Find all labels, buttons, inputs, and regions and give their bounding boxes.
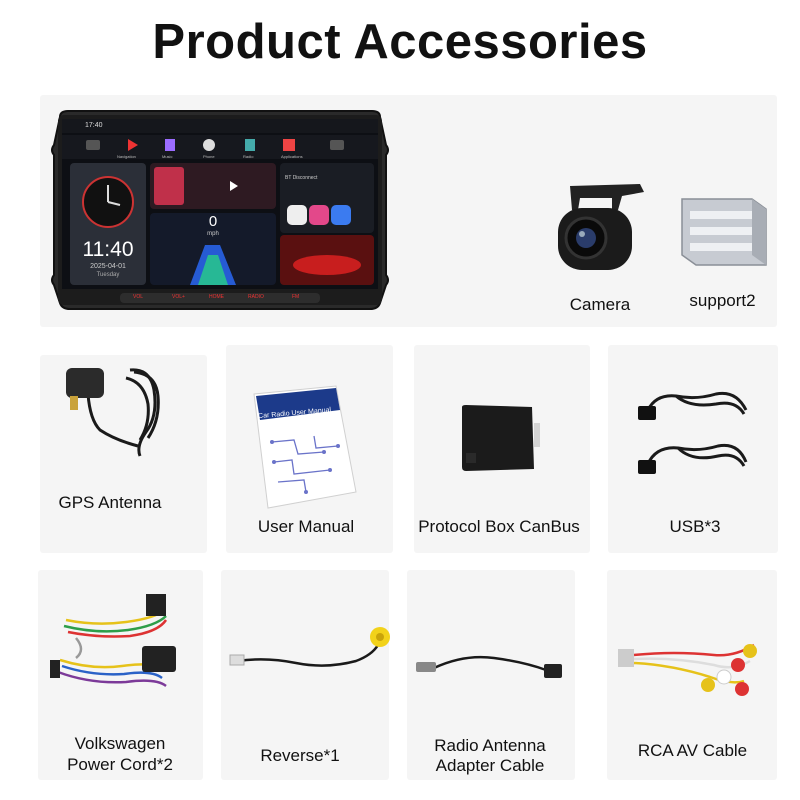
antenna-adapter-label-line2: Adapter Cable	[435, 756, 545, 775]
bezel-button-radio: RADIO	[248, 294, 264, 300]
speed-value: 0	[208, 213, 218, 230]
app-label-music: Music	[162, 154, 173, 159]
app-label-phone: Phone	[203, 154, 215, 159]
rca-cable-image	[618, 643, 757, 696]
protocol-box-image	[462, 405, 540, 471]
support-label: support2	[689, 291, 756, 310]
bt-status-text: BT Disconnect	[285, 175, 318, 181]
bezel-button-vol-minus: VOL	[133, 294, 144, 300]
rca-cable-card	[607, 570, 777, 780]
car-head-unit-image	[51, 110, 389, 310]
clock-time: 11:40	[82, 238, 134, 261]
reverse-cable-image	[229, 627, 390, 667]
power-cord-label-line2: Power Cord*2	[67, 755, 173, 774]
rca-cable-label: RCA AV Cable	[637, 741, 748, 760]
gps-antenna-label: GPS Antenna	[58, 493, 162, 512]
app-label-navigation: Navigation	[117, 154, 136, 159]
clock-date: 2025-04-01	[90, 263, 126, 270]
reverse-label: Reverse*1	[260, 746, 340, 765]
antenna-adapter-image	[416, 655, 562, 678]
status-time: 17:40	[85, 122, 103, 129]
usb-cables-image	[638, 391, 748, 474]
bezel-button-home: HOME	[209, 294, 224, 300]
gps-antenna-image	[66, 368, 160, 457]
user-manual-label: User Manual	[257, 517, 355, 536]
bezel-button-vol-plus: VOL+	[172, 294, 185, 300]
support-bracket-image	[681, 198, 767, 266]
app-label-radio: Radio	[243, 154, 254, 159]
app-label-applications: Applications	[281, 154, 303, 159]
power-cord-image	[50, 594, 176, 688]
clock-day: Tuesday	[96, 272, 120, 278]
page-title: Product Accessories	[152, 15, 648, 69]
antenna-adapter-label-line1: Radio Antenna	[434, 736, 546, 755]
camera-image	[558, 184, 644, 270]
speed-unit: mph	[207, 231, 219, 237]
protocol-box-label: Protocol Box CanBus	[418, 517, 580, 536]
camera-label: Camera	[569, 295, 631, 314]
user-manual-image	[253, 385, 357, 509]
usb-label: USB*3	[669, 517, 721, 536]
bezel-button-fm: FM	[292, 294, 300, 300]
reverse-card	[221, 570, 389, 780]
power-cord-label-line1: Volkswagen	[74, 734, 166, 753]
